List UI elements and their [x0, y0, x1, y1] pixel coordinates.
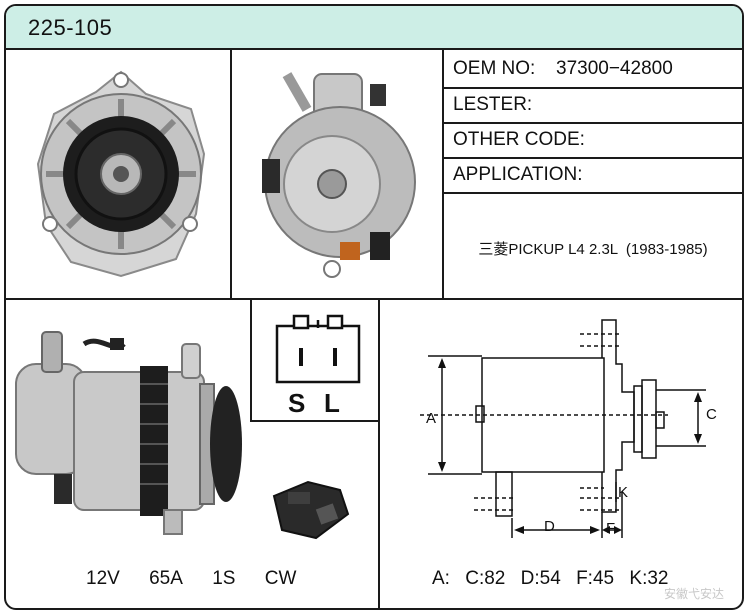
dimension-values: A: C:82 D:54 F:45 K:32 [432, 568, 678, 590]
grid-divider [444, 122, 742, 124]
dim-label-a: A [426, 410, 437, 427]
dim-label-c: C [706, 406, 717, 423]
part-number-title: 225-105 [28, 15, 113, 40]
dimension-drawing [420, 319, 706, 538]
grid-divider [442, 48, 444, 298]
spec-rotation: CW [264, 568, 297, 589]
dim-label-d: D [544, 518, 555, 535]
grid-divider [444, 87, 742, 89]
connector-diagram [275, 314, 361, 384]
grid-divider [250, 298, 252, 422]
alternator-front-photo [36, 70, 206, 278]
watermark: 安徽弋安达 [663, 587, 724, 601]
dim-label-f: F [606, 520, 616, 537]
connector-pin-l: L [324, 388, 340, 418]
connector-pin-s: S [288, 388, 306, 418]
spec-voltage: 12V [86, 568, 120, 589]
grid-divider [250, 420, 380, 422]
lester-label: LESTER: [453, 94, 533, 115]
grid-divider [378, 298, 380, 608]
electrical-specs: 12V 65A 1S CW [86, 568, 320, 590]
dim-f: F:45 [576, 568, 615, 589]
dim-k: K:32 [629, 568, 669, 589]
application-value: 三菱PICKUP L4 2.3L (1983-1985) [478, 241, 708, 258]
datasheet: 225-105 OEM NO: 37300−42800 LESTER: OTHE… [4, 4, 744, 610]
oem-value: 37300−42800 [556, 58, 673, 79]
spec-amperage: 65A [149, 568, 183, 589]
grid-divider [230, 48, 232, 298]
grid-divider [444, 192, 742, 194]
application-label: APPLICATION: [453, 164, 583, 185]
dim-d: D:54 [520, 568, 561, 589]
dim-label-k: K [618, 484, 629, 501]
alternator-side-photo [15, 331, 242, 535]
dim-a: A: [432, 568, 450, 589]
other-code-label: OTHER CODE: [453, 129, 585, 150]
oem-label: OEM NO: [453, 58, 536, 79]
grid-divider [444, 157, 742, 159]
alternator-rear-photo [262, 72, 416, 278]
dim-c: C:82 [465, 568, 506, 589]
header-bar: 225-105 [6, 6, 742, 50]
spec-pulley: 1S [212, 568, 236, 589]
connector-plug-photo [272, 480, 350, 540]
grid-divider [6, 298, 742, 300]
